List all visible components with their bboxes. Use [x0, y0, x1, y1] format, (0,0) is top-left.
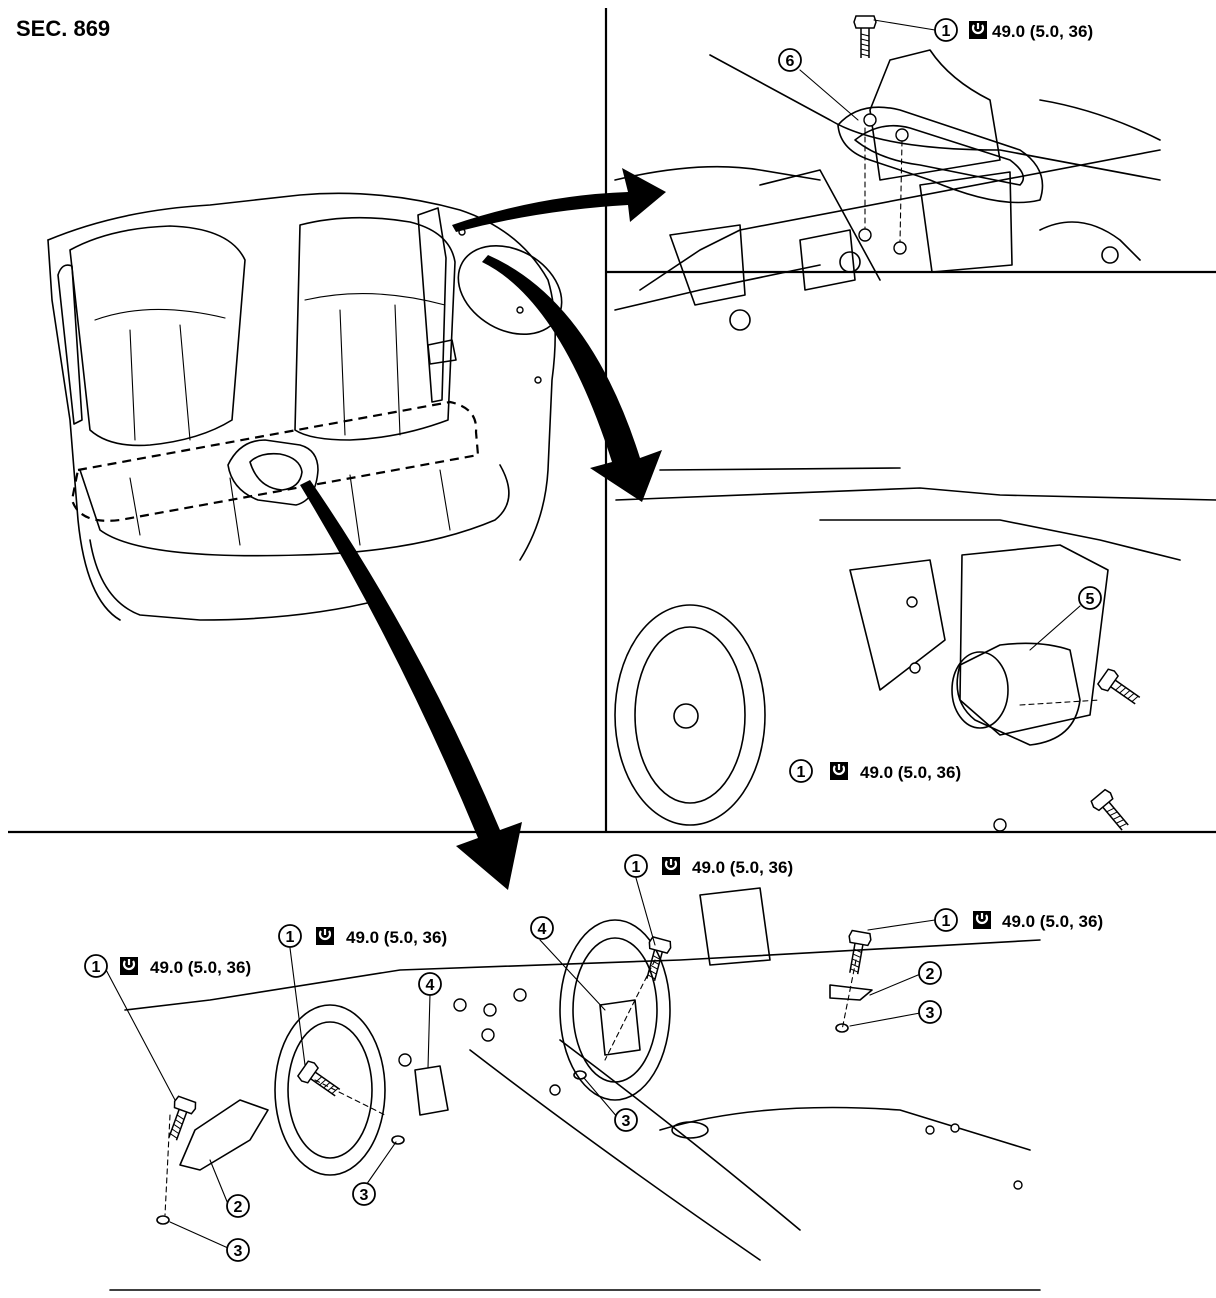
- callout-number: 1: [286, 929, 295, 946]
- svg-text:4: 4: [538, 921, 547, 938]
- section-code: SEC. 869: [16, 16, 110, 41]
- callout-number: 1: [942, 913, 951, 930]
- callout-part-4a: 4: [418, 972, 442, 996]
- rear-seat-overview: [47, 192, 563, 621]
- callout-part-2b: 2: [918, 961, 942, 985]
- svg-text:3: 3: [622, 1113, 631, 1130]
- callout-part-5: 5: [1078, 586, 1102, 610]
- callout-torque-4: 1 49.0 (5.0, 36): [934, 908, 1103, 932]
- torque-wrench-icon: [828, 760, 850, 782]
- callout-part-3c: 3: [614, 1108, 638, 1132]
- callout-number: 1: [942, 23, 951, 40]
- callout-torque-6: 1 49.0 (5.0, 36): [84, 954, 251, 978]
- leader-lines: [103, 19, 1081, 1249]
- svg-text:2: 2: [926, 966, 935, 983]
- callout-part-3d: 3: [918, 1000, 942, 1024]
- detail-belt-anchor: [614, 15, 1161, 331]
- svg-text:3: 3: [234, 1243, 243, 1260]
- callout-number: 1: [92, 959, 101, 976]
- callout-torque-1: 1 49.0 (5.0, 36): [934, 18, 1093, 42]
- callout-part-3b: 3: [352, 1182, 376, 1206]
- callout-number: 1: [632, 859, 641, 876]
- torque-wrench-icon: [971, 909, 993, 931]
- callout-torque-2: 1 49.0 (5.0, 36): [789, 759, 961, 783]
- callout-part-2a: 2: [226, 1194, 250, 1218]
- callout-part-3a: 3: [226, 1238, 250, 1262]
- torque-wrench-icon: [967, 19, 989, 41]
- part-callouts: 2 2 3 3 3 3 4 4: [226, 48, 1102, 1262]
- torque-value: 49.0 (5.0, 36): [1002, 912, 1103, 931]
- torque-value: 49.0 (5.0, 36): [692, 858, 793, 877]
- svg-text:2: 2: [234, 1199, 243, 1216]
- torque-value: 49.0 (5.0, 36): [150, 958, 251, 977]
- torque-wrench-icon: [118, 955, 140, 977]
- svg-text:4: 4: [426, 977, 435, 994]
- detail-floor-parts: [109, 887, 1041, 1291]
- callout-torque-3: 1 49.0 (5.0, 36): [624, 854, 793, 878]
- torque-value: 49.0 (5.0, 36): [992, 22, 1093, 41]
- detail-buckle: [614, 467, 1216, 836]
- svg-text:5: 5: [1086, 591, 1095, 608]
- torque-value: 49.0 (5.0, 36): [346, 928, 447, 947]
- svg-text:3: 3: [360, 1187, 369, 1204]
- torque-wrench-icon: [314, 925, 336, 947]
- callout-number: 1: [797, 764, 806, 781]
- pointer-arrows: [300, 168, 666, 890]
- svg-text:3: 3: [926, 1005, 935, 1022]
- torque-wrench-icon: [660, 855, 682, 877]
- callout-part-6: 6: [778, 48, 802, 72]
- callout-torque-5: 1 49.0 (5.0, 36): [278, 924, 447, 948]
- svg-text:6: 6: [786, 53, 795, 70]
- torque-value: 49.0 (5.0, 36): [860, 763, 961, 782]
- callout-part-4b: 4: [530, 916, 554, 940]
